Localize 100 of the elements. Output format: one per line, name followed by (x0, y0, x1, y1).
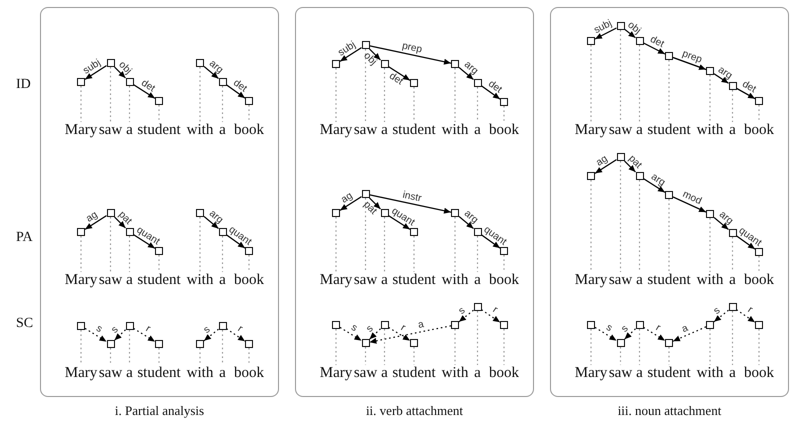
arrow (114, 66, 126, 78)
word-label: with (442, 365, 468, 382)
dotted-line (364, 198, 366, 272)
row-label: PA (16, 230, 33, 246)
dotted-line (199, 348, 201, 365)
dashed-arrow (624, 328, 636, 340)
edge-label: arg (206, 208, 225, 226)
dotted-line (709, 75, 711, 122)
dotted-line (590, 180, 592, 272)
word-label: a (126, 365, 133, 382)
edge-label: det (386, 71, 404, 88)
arrow (340, 47, 362, 62)
word-label: with (442, 272, 468, 289)
word-label: book (234, 365, 264, 382)
arrow (133, 234, 156, 249)
word-label: Mary (64, 365, 98, 382)
dashed-arrow (481, 309, 500, 323)
arrow (369, 198, 381, 210)
edge-label: s (110, 324, 121, 336)
dotted-line (413, 236, 415, 272)
arrow (340, 196, 362, 211)
node-square (362, 339, 370, 347)
edge-label: prep (680, 48, 704, 66)
node-square (362, 41, 370, 49)
dotted-line (638, 45, 640, 122)
edge-label: r (398, 322, 408, 334)
word-label: saw (354, 272, 378, 289)
node-square (474, 79, 482, 87)
node-square (218, 78, 226, 86)
edge-label: a (418, 318, 426, 331)
node-square (410, 339, 418, 347)
dotted-line (128, 330, 130, 365)
edge-label: r (654, 322, 662, 334)
arrow (594, 27, 617, 40)
edge-label: s (94, 323, 104, 335)
edge-label: r (490, 304, 500, 316)
word-label: a (729, 365, 736, 382)
word-label: a (381, 365, 388, 382)
word-label: with (696, 272, 724, 289)
arrow (84, 65, 107, 80)
dashed-arrow (369, 328, 381, 340)
dotted-line (335, 329, 337, 365)
word-label: a (126, 272, 133, 289)
dashed-arrow (672, 326, 706, 342)
word-label: saw (98, 272, 122, 289)
node-square (706, 321, 714, 329)
node-square (636, 37, 644, 45)
node-square (451, 209, 459, 217)
dashed-arrow (114, 329, 126, 341)
edge-label: r (745, 304, 754, 316)
word-label: Mary (64, 272, 98, 289)
arrow (458, 66, 474, 80)
arrow (226, 234, 246, 249)
arrow (84, 215, 107, 230)
dotted-line (384, 68, 386, 122)
edge-label: instr (401, 189, 422, 204)
node-square (155, 97, 163, 105)
arrow (594, 159, 617, 174)
edge-label: r (235, 324, 244, 335)
word-label: student (647, 365, 691, 382)
edge-label: a (680, 322, 690, 335)
edge-label: s (620, 323, 631, 335)
dotted-line (454, 217, 456, 272)
dotted-line (413, 87, 415, 122)
node-square (451, 321, 459, 329)
edge-label: arg (462, 59, 480, 78)
node-square (126, 228, 134, 236)
node-square (728, 82, 736, 90)
node-square (332, 209, 340, 217)
word-label: a (126, 122, 133, 139)
arrow (481, 85, 500, 100)
dotted-line (732, 237, 734, 272)
word-label: Mary (574, 272, 608, 289)
node-square (196, 340, 204, 348)
word-label: with (696, 365, 724, 382)
dotted-line (80, 86, 82, 122)
word-label: student (137, 272, 181, 289)
dotted-line (503, 329, 505, 365)
edge-label: s (456, 304, 468, 316)
dotted-line (758, 105, 760, 122)
edge-label: obj (626, 20, 643, 36)
word-label: saw (608, 365, 632, 382)
edge-label: mod (681, 189, 704, 208)
node-square (77, 322, 85, 330)
node-square (636, 321, 644, 329)
edge-label: arg (716, 209, 735, 228)
node-square (155, 247, 163, 255)
edge-label: arg (462, 208, 480, 226)
word-label: student (392, 122, 436, 139)
dotted-line (590, 45, 592, 122)
row-label: ID (16, 77, 31, 93)
node-square (500, 247, 508, 255)
node-square (500, 321, 508, 329)
arrow (714, 216, 729, 230)
edge-label: ag (594, 152, 610, 168)
dashed-arrow (736, 309, 756, 323)
node-square (587, 321, 595, 329)
row-label: SC (16, 316, 34, 332)
node-square (380, 209, 388, 217)
dotted-line (248, 105, 250, 122)
